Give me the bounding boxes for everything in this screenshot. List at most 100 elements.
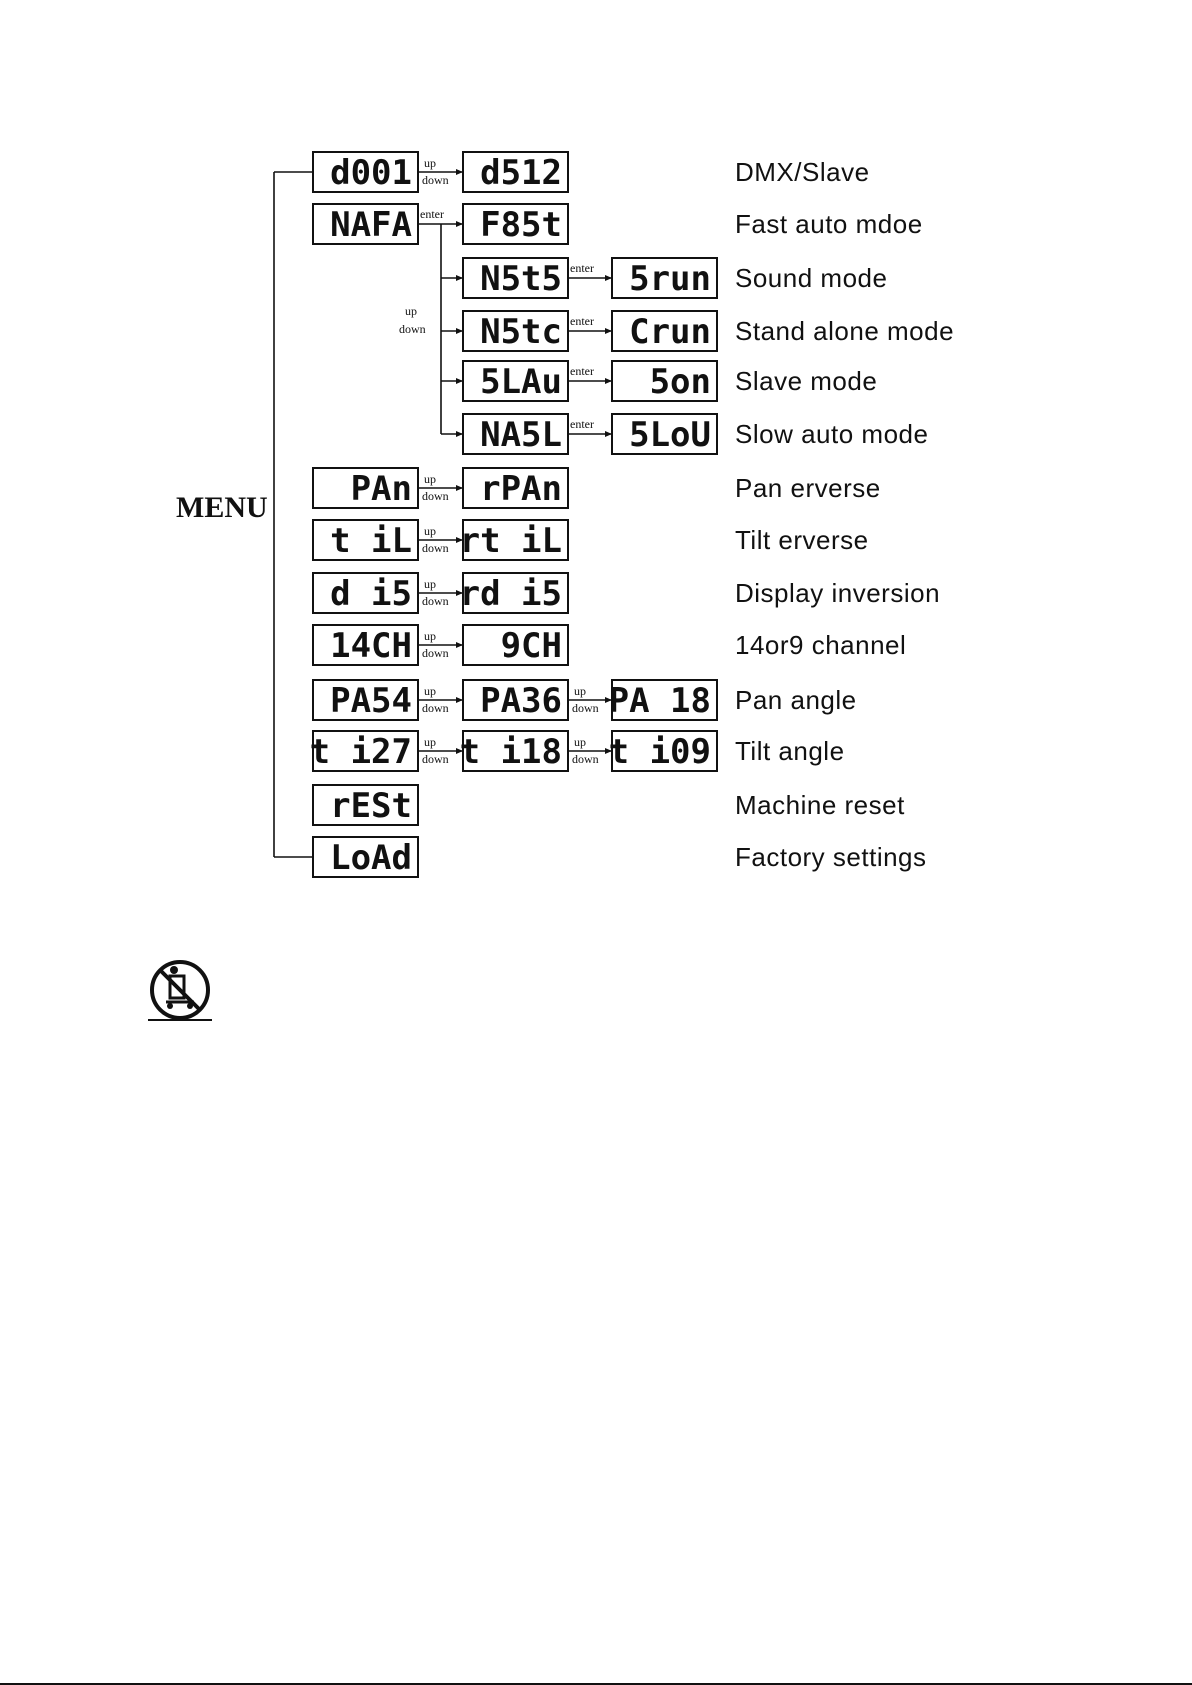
connector-lines: updownupdownenterenterenterenterenterupd… (273, 156, 612, 858)
connector-up-label: up (424, 684, 436, 698)
lcd-readout: rPAn (480, 469, 562, 509)
lcd-readout: t i09 (609, 732, 711, 772)
lcd-display-box: t iL (312, 519, 419, 561)
lcd-frame (611, 413, 718, 455)
lcd-readout: d001 (330, 153, 412, 193)
connector-down-label: down (422, 701, 449, 715)
connector-arrow-head (456, 485, 463, 491)
lcd-display-box: F85t (462, 203, 569, 245)
lcd-frame (611, 257, 718, 299)
row-description: Tilt erverse (735, 525, 869, 555)
lcd-display-box: 14CH (312, 624, 419, 666)
lcd-display-box: t i18 (460, 730, 569, 772)
connector-arrow-head (456, 748, 463, 754)
lcd-display-box: NAFA (312, 203, 419, 245)
lcd-readout: 5on (650, 362, 711, 402)
lcd-readout: Crun (629, 312, 711, 352)
lcd-readout: rd i5 (460, 574, 562, 614)
connector-arrow-head (456, 169, 463, 175)
connector-down-label: down (422, 541, 449, 555)
connector-up-label: up (424, 472, 436, 486)
lcd-readout: t iL (330, 521, 412, 561)
lcd-frame (312, 784, 419, 826)
lcd-frame (462, 203, 569, 245)
lcd-frame (462, 519, 569, 561)
lcd-readout: rt iL (460, 521, 562, 561)
lcd-frame (611, 360, 718, 402)
connector-arrow-head (605, 748, 612, 754)
lcd-display-box: rPAn (462, 467, 569, 509)
lcd-readout: d i5 (330, 574, 412, 614)
lcd-display-box: PAn (312, 467, 419, 509)
lcd-frame (462, 360, 569, 402)
menu-label: MENU (176, 491, 268, 524)
connector-down-label: down (422, 173, 449, 187)
connector-down-label: down (422, 489, 449, 503)
cart-tip-over-warning-icon (148, 960, 212, 1021)
lcd-display-box: rESt (312, 784, 419, 826)
lcd-display-box: Crun (611, 310, 718, 352)
lcd-frame (312, 151, 419, 193)
lcd-readout: PAn (351, 469, 412, 509)
lcd-display-box: d001 (312, 151, 419, 193)
lcd-display-box: 5LoU (611, 413, 718, 455)
connector-up-label: up (424, 524, 436, 538)
lcd-display-box: PA36 (462, 679, 569, 721)
lcd-frame (312, 467, 419, 509)
lcd-display-box: NA5L (462, 413, 569, 455)
row-description: Slow auto mode (735, 419, 928, 449)
lcd-readout: 14CH (330, 626, 412, 666)
row-description: Fast auto mdoe (735, 209, 923, 239)
connector-arrow-head (456, 697, 463, 703)
branch-arrow-head (456, 431, 463, 437)
lcd-readout: N5t5 (480, 259, 562, 299)
row-description: Pan angle (735, 685, 857, 715)
lcd-readout: PA36 (480, 681, 562, 721)
branch-arrow-head (456, 378, 463, 384)
row-description: Stand alone mode (735, 316, 954, 346)
connector-arrow-head (605, 328, 612, 334)
row-description: DMX/Slave (735, 157, 870, 187)
connector-arrow-head (456, 221, 463, 227)
connector-enter-label: enter (570, 314, 594, 328)
connector-up-label: up (424, 577, 436, 591)
connector-enter-label: enter (570, 417, 594, 431)
lcd-readout: NAFA (330, 205, 412, 245)
lcd-readout: rESt (330, 786, 412, 826)
lcd-display-box: 9CH (462, 624, 569, 666)
connector-up-label: up (574, 684, 586, 698)
lcd-frame (611, 310, 718, 352)
connector-arrow-head (456, 537, 463, 543)
row-description: Sound mode (735, 263, 887, 293)
row-description: Slave mode (735, 366, 877, 396)
lcd-display-box: 5on (611, 360, 718, 402)
lcd-display-box: t i27 (310, 730, 419, 772)
lcd-display-box: 5run (611, 257, 718, 299)
lcd-readout: 5LoU (629, 415, 711, 455)
connector-arrow-head (605, 378, 612, 384)
branch-down-label: down (399, 322, 426, 336)
lcd-display-box: rd i5 (460, 572, 569, 614)
lcd-readout: F85t (480, 205, 562, 245)
connector-enter-label: enter (420, 207, 444, 221)
lcd-display-box: t i09 (609, 730, 718, 772)
connector-up-label: up (424, 629, 436, 643)
lcd-frame (312, 836, 419, 878)
lcd-frame (312, 572, 419, 614)
row-description: 14or9 channel (735, 630, 906, 660)
lcd-frame (611, 679, 718, 721)
lcd-readout: d512 (480, 153, 562, 193)
lcd-frame (312, 203, 419, 245)
lcd-readout: 5LAu (480, 362, 562, 402)
lcd-display-box: 5LAu (462, 360, 569, 402)
lcd-readout: NA5L (480, 415, 562, 455)
lcd-display-box: d512 (462, 151, 569, 193)
branch-up-label: up (405, 304, 417, 318)
lcd-frame (462, 624, 569, 666)
lcd-readout: PA 18 (609, 681, 711, 721)
lcd-frame (462, 679, 569, 721)
lcd-frame (462, 257, 569, 299)
